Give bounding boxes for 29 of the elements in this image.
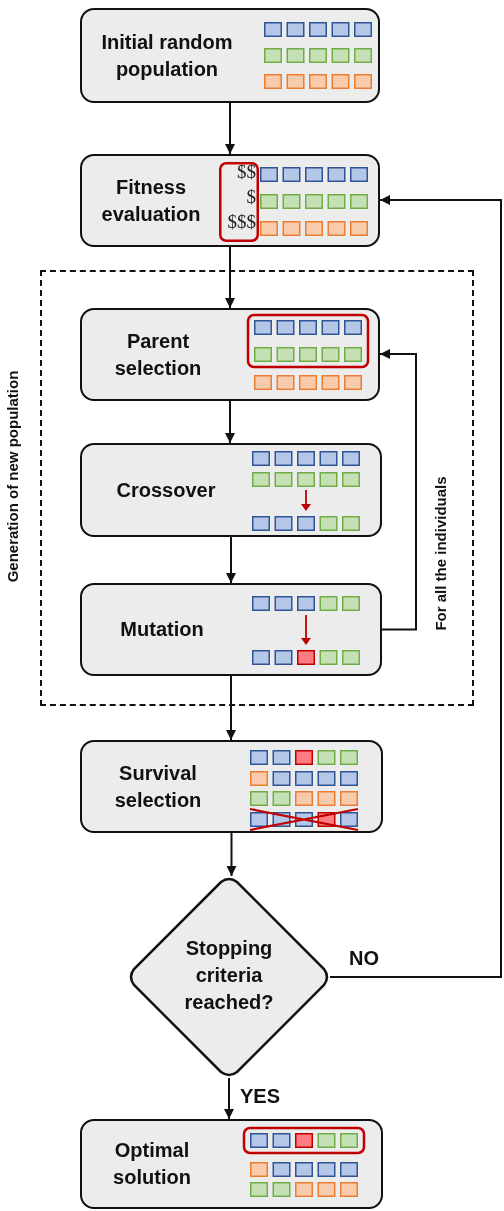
node-label: Stopping criteria reached? bbox=[183, 935, 275, 1015]
arrow bbox=[224, 1077, 234, 1120]
fitness-value: $$ bbox=[237, 162, 256, 182]
process-box bbox=[80, 8, 380, 103]
arrow bbox=[379, 349, 417, 631]
node-label: Mutation bbox=[120, 617, 204, 642]
node-label: Survival selection bbox=[113, 760, 203, 813]
node-label: Fitness evaluation bbox=[100, 174, 202, 227]
arrow bbox=[226, 536, 236, 584]
process-box bbox=[80, 308, 380, 401]
group-label: Generation of new population bbox=[3, 369, 21, 585]
process-box bbox=[80, 1119, 383, 1209]
arrow bbox=[329, 195, 502, 978]
arrow bbox=[225, 246, 235, 309]
node-label: Optimal solution bbox=[112, 1138, 192, 1190]
decision-diamond bbox=[128, 876, 330, 1078]
arrow bbox=[226, 832, 237, 877]
fitness-value: $$$ bbox=[227, 212, 256, 232]
process-box bbox=[80, 443, 382, 537]
arrow bbox=[225, 400, 235, 444]
process-box bbox=[80, 740, 383, 833]
arrow bbox=[225, 102, 235, 155]
process-box bbox=[80, 583, 382, 676]
process-box bbox=[80, 154, 380, 247]
arrow bbox=[226, 675, 236, 741]
node-label: Parent selection bbox=[113, 328, 203, 381]
node-label: Initial random population bbox=[100, 29, 234, 82]
fitness-value: $ bbox=[246, 187, 256, 207]
node-label: Crossover bbox=[116, 477, 216, 503]
